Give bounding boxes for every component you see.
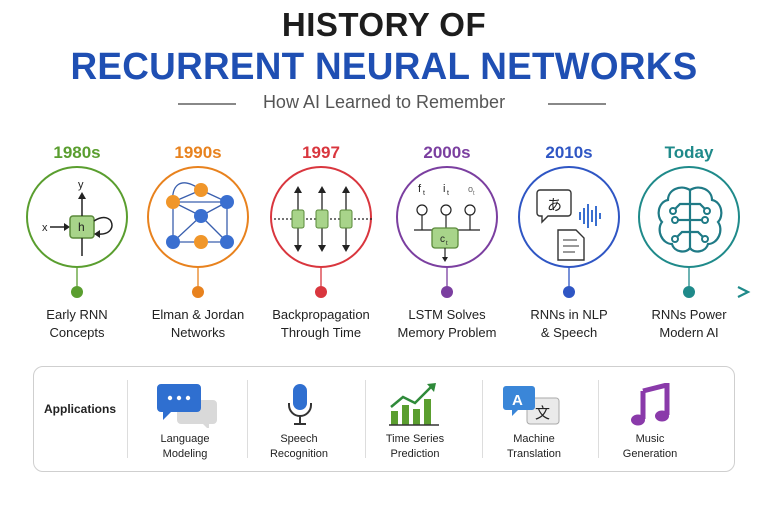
milestone-circle-today [638, 166, 740, 268]
milestone-label-line2: Through Time [280, 325, 362, 340]
milestone-label-1980s: Early RNN Concepts [12, 306, 142, 342]
nlp-speech-icon: あ [536, 189, 601, 261]
milestone-label-2010s: RNNs in NLP & Speech [504, 306, 634, 342]
growth-chart-icon [389, 383, 439, 426]
svg-text:文: 文 [535, 405, 550, 422]
app-label-time-series: Time Series Prediction [365, 432, 465, 462]
svg-text:t: t [446, 241, 448, 247]
app-label-machine-translation: Machine Translation [484, 432, 584, 462]
milestone-circle-1997 [270, 166, 372, 268]
app-label-line2: Modeling [162, 448, 208, 460]
applications-title: Applications [44, 402, 117, 416]
microphone-icon [288, 384, 312, 425]
title-line-1: HISTORY OF [281, 6, 487, 43]
svg-text:h: h [78, 220, 85, 234]
app-label-line2: Recognition [269, 448, 329, 460]
app-label-line1: Time Series [385, 433, 445, 445]
app-label-line2: Prediction [390, 448, 440, 460]
svg-text:f: f [418, 183, 422, 195]
divider [127, 380, 128, 458]
divider [365, 380, 366, 458]
svg-text:A: A [512, 392, 523, 409]
milestone-label-line1: RNNs in NLP [530, 307, 608, 322]
subtitle-left-rule [178, 103, 236, 105]
divider [598, 380, 599, 458]
timeline-dot-1980s [71, 286, 83, 298]
app-label-language-modeling: Language Modeling [135, 432, 235, 462]
timeline-dot-1997 [315, 286, 327, 298]
milestone-label-1997: Backpropagation Through Time [256, 306, 386, 342]
milestone-label-line2: Networks [170, 325, 226, 340]
milestone-label-line2: Concepts [49, 325, 105, 340]
music-note-icon [631, 383, 670, 426]
subtitle: How AI Learned to Remember [262, 92, 506, 112]
divider [247, 380, 248, 458]
milestone-label-line2: Modern AI [659, 325, 719, 340]
milestone-label-line1: Early RNN [46, 307, 108, 322]
timeline-dot-today [683, 286, 695, 298]
milestone-circle-2010s: あ [518, 166, 620, 268]
milestone-label-line2: Memory Problem [397, 325, 497, 340]
milestone-label-line2: & Speech [540, 325, 598, 340]
app-label-line1: Speech [280, 433, 318, 445]
svg-text:i: i [443, 183, 445, 195]
network-graph-icon [166, 182, 234, 249]
svg-text:t: t [473, 191, 475, 197]
svg-text:c: c [440, 234, 445, 245]
app-label-line2: Generation [622, 448, 678, 460]
svg-text:o: o [468, 184, 473, 194]
app-label-line1: Language [160, 433, 210, 445]
svg-text:x: x [42, 222, 48, 234]
svg-text:y: y [78, 179, 84, 191]
milestone-circle-2000s: f t i t o t c t [396, 166, 498, 268]
title-line-2: RECURRENT NEURAL NETWORKS [70, 46, 698, 88]
milestone-label-line1: LSTM Solves [408, 307, 486, 322]
era-today: Today [664, 143, 714, 162]
era-1997: 1997 [302, 143, 340, 162]
app-label-music-generation: Music Generation [600, 432, 700, 462]
lstm-cell-icon: f t i t o t c t [414, 183, 480, 262]
rnn-loop-icon: x h y [42, 179, 113, 256]
chat-bubbles-icon [157, 384, 217, 428]
divider [482, 380, 483, 458]
timeline-dot-2000s [441, 286, 453, 298]
milestone-label-line1: Elman & Jordan [151, 307, 245, 322]
era-1990s: 1990s [174, 143, 222, 162]
timeline-dot-1990s [192, 286, 204, 298]
svg-text:あ: あ [547, 197, 562, 214]
milestone-label-today: RNNs Power Modern AI [624, 306, 754, 342]
milestone-circle-1990s [147, 166, 249, 268]
app-label-line1: Machine [513, 433, 555, 445]
subtitle-right-rule [548, 103, 606, 105]
app-label-line1: Music [635, 433, 665, 445]
milestone-label-line1: RNNs Power [651, 307, 727, 322]
milestone-circle-1980s: x h y [26, 166, 128, 268]
era-2000s: 2000s [423, 143, 471, 162]
milestone-label-1990s: Elman & Jordan Networks [133, 306, 263, 342]
milestone-label-line1: Backpropagation [272, 307, 370, 322]
svg-text:t: t [423, 190, 425, 197]
era-1980s: 1980s [53, 143, 101, 162]
translate-icon: 文 A [503, 386, 560, 425]
timeline-dot-2010s [563, 286, 575, 298]
era-2010s: 2010s [545, 143, 593, 162]
unrolled-sequence-icon [274, 186, 372, 252]
brain-circuit-icon [657, 186, 723, 253]
svg-text:t: t [447, 190, 449, 197]
app-label-speech-recognition: Speech Recognition [249, 432, 349, 462]
applications-panel [33, 366, 735, 472]
app-label-line2: Translation [506, 448, 561, 460]
milestone-label-2000s: LSTM Solves Memory Problem [382, 306, 512, 342]
